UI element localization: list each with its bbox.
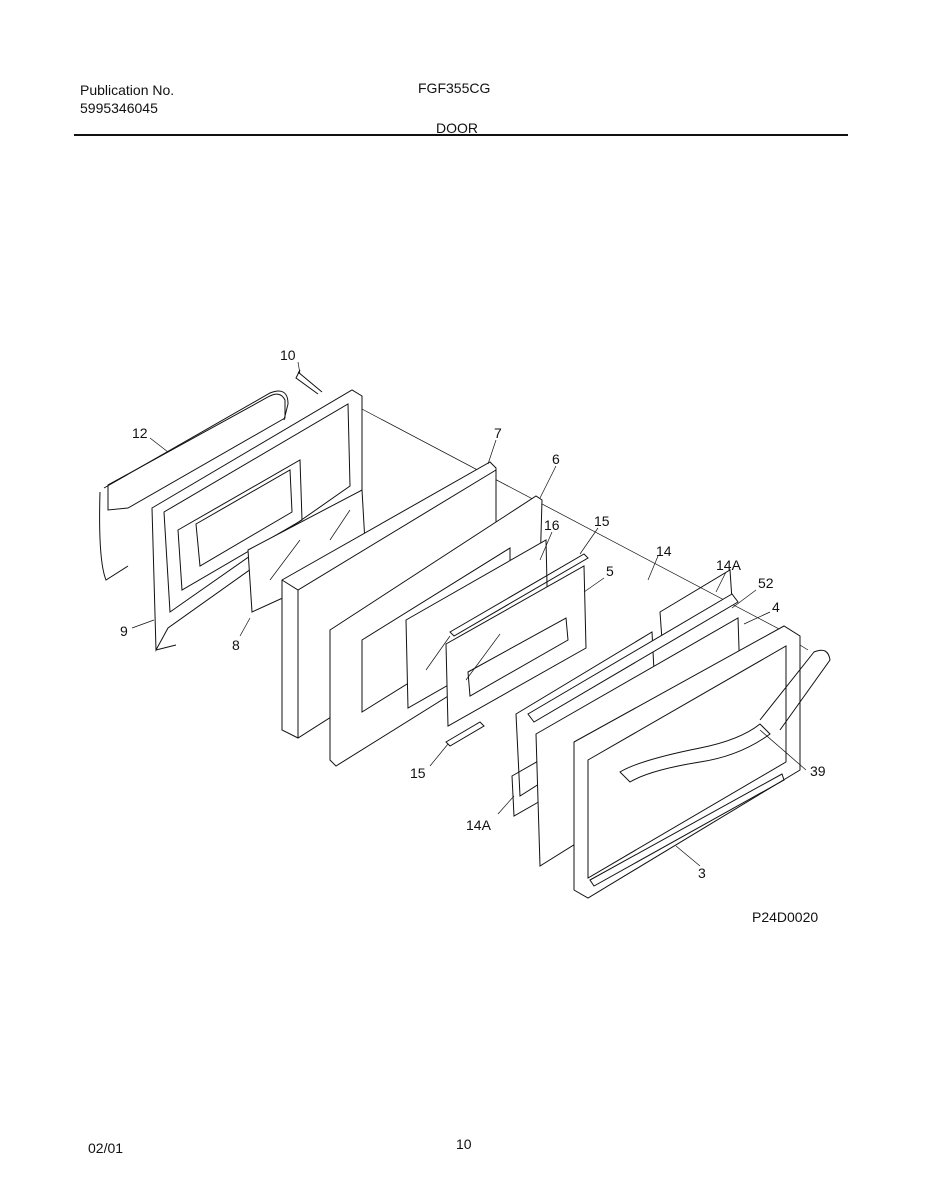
clip-bottom	[445, 721, 485, 747]
drawing-id: P24D0020	[752, 909, 818, 925]
publication-label: Publication No.	[80, 82, 175, 98]
model-number: FGF355CG	[418, 80, 491, 96]
glass-pack-glare	[425, 635, 451, 671]
leader-14A-bottom	[497, 795, 515, 815]
page-number: 10	[456, 1136, 472, 1152]
leader-15-top	[579, 527, 599, 555]
leader-14	[647, 555, 659, 581]
frame-outline	[573, 625, 801, 899]
frame-handle-recess	[619, 723, 771, 783]
publication-number: 5995346045	[80, 100, 158, 116]
retainer-glare	[465, 633, 501, 681]
leader-9	[131, 619, 155, 629]
clips-15	[445, 553, 589, 747]
leader-10	[297, 361, 301, 375]
callout-8: 8	[232, 637, 240, 653]
callout-12: 12	[132, 425, 148, 441]
callout-15-top: 15	[594, 513, 610, 529]
callout-6: 6	[552, 451, 560, 467]
door-gasket	[99, 390, 289, 581]
callout-labels: 10 12 7 6 16 15 5 14 14A 52 4 9 8 15 14A…	[120, 347, 826, 925]
callout-7: 7	[494, 425, 502, 441]
trim-outline	[527, 593, 739, 723]
callout-14: 14	[656, 543, 672, 559]
callout-16: 16	[544, 517, 560, 533]
inner-panel-window-inner	[195, 469, 293, 567]
retainer-slot	[467, 617, 569, 697]
inner-panel-inset	[163, 403, 351, 613]
leader-12	[149, 437, 169, 453]
callout-39: 39	[810, 763, 826, 779]
footer-date: 02/01	[88, 1140, 124, 1156]
gasket-outline-outer	[103, 390, 289, 489]
callout-4: 4	[772, 599, 780, 615]
clip-top	[449, 553, 589, 637]
leader-6	[539, 465, 557, 499]
leader-14A-top	[715, 571, 727, 593]
screw	[295, 369, 323, 395]
leader-5	[583, 577, 605, 593]
handle	[759, 649, 831, 731]
callout-14A-bottom: 14A	[466, 817, 492, 833]
glass-glare-2	[329, 509, 351, 541]
frame-inner	[587, 645, 787, 879]
callout-3: 3	[698, 865, 706, 881]
leader-lines	[131, 361, 807, 867]
leader-3	[675, 845, 701, 867]
glass-retainer-5	[445, 565, 587, 727]
leader-7	[487, 439, 497, 465]
handle-outline	[759, 649, 831, 731]
callout-52: 52	[758, 575, 774, 591]
inner-panel-base	[155, 644, 177, 651]
leader-52	[731, 589, 757, 609]
leader-15-bottom	[429, 743, 449, 767]
callout-15-bottom: 15	[410, 765, 426, 781]
inner-panel-window	[177, 459, 303, 591]
section-title: DOOR	[436, 120, 478, 136]
callout-5: 5	[606, 563, 614, 579]
header-rule	[74, 134, 848, 136]
callout-10: 10	[280, 347, 296, 363]
screw-part-10	[295, 369, 323, 395]
bottom-trim-outline	[589, 773, 785, 887]
leader-4	[743, 611, 771, 625]
leader-16	[539, 531, 553, 561]
leader-39	[759, 729, 807, 771]
bottom-trim-3	[589, 773, 785, 887]
door-frame-39	[573, 625, 801, 899]
glass-glare-1	[269, 539, 301, 581]
gasket-outline	[99, 393, 286, 581]
trim-52	[527, 593, 739, 723]
callout-14A-top: 14A	[716, 557, 742, 573]
callout-9: 9	[120, 623, 128, 639]
leader-8	[239, 617, 251, 637]
